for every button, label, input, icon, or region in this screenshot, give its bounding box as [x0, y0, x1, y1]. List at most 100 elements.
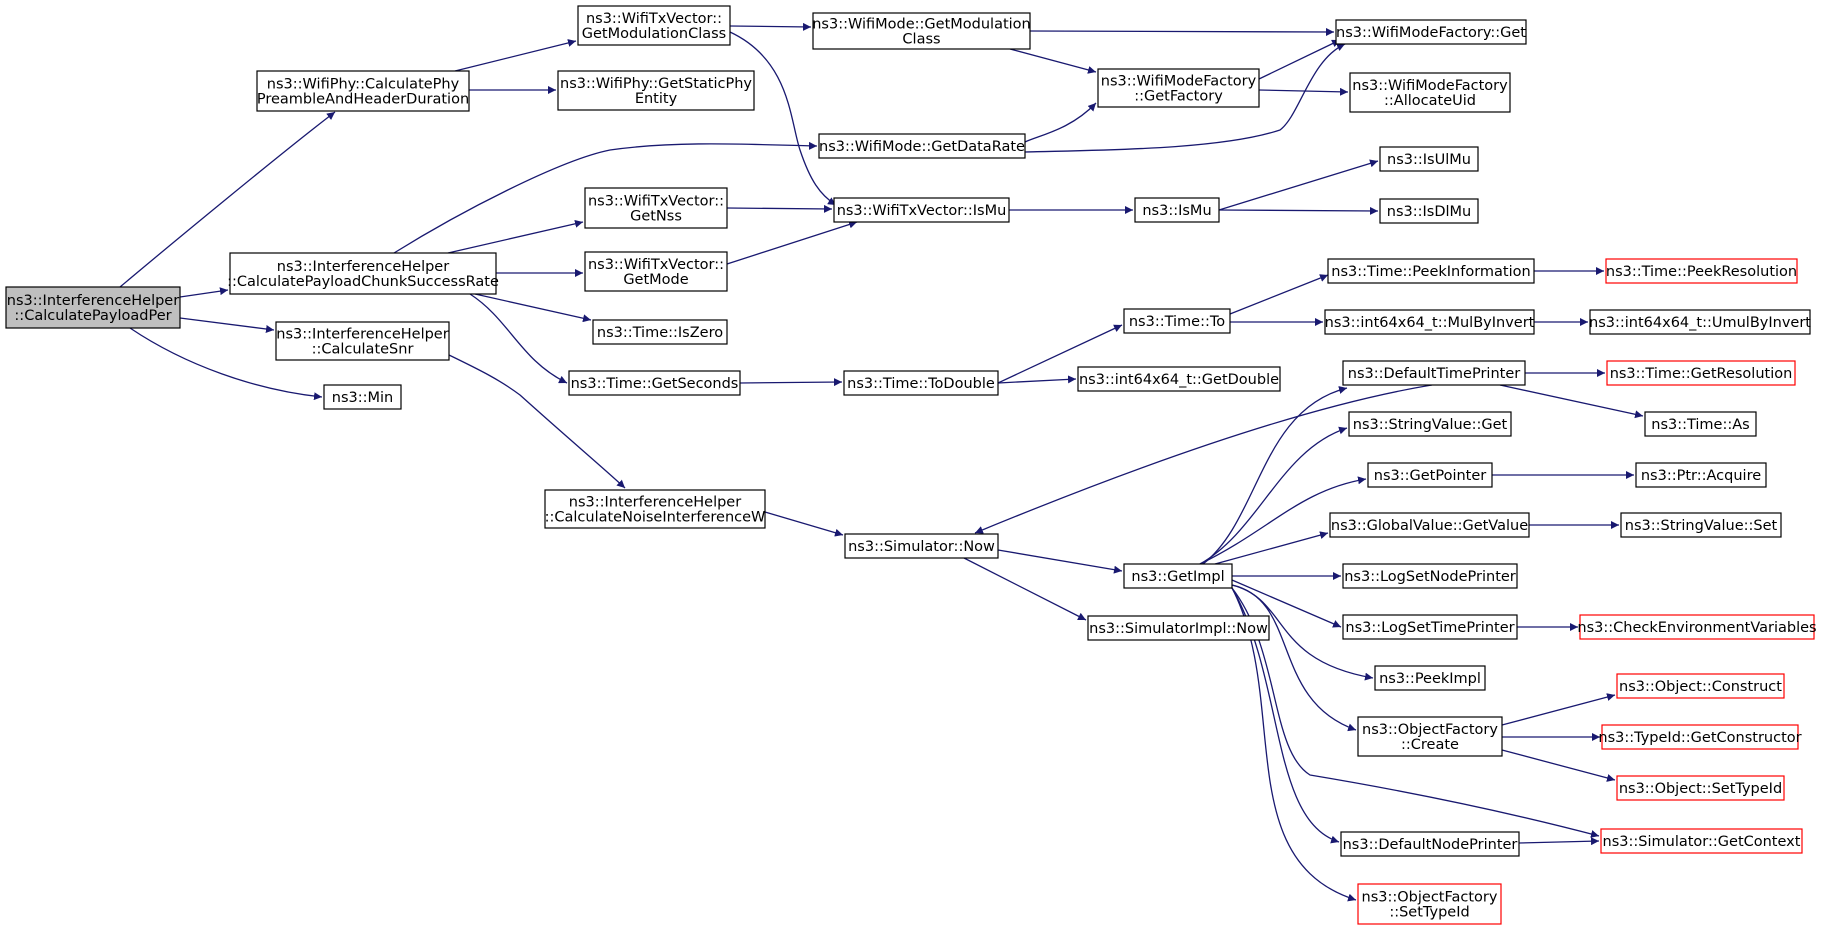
node-box[interactable]	[1600, 828, 1803, 854]
node-min[interactable]: ns3::Min	[323, 384, 402, 410]
node-is-dl-mu[interactable]: ns3::IsDlMu	[1379, 198, 1479, 224]
node-txv-get-mod-class[interactable]: ns3::WifiTxVector::GetModulationClass	[577, 5, 731, 46]
node-box[interactable]	[1374, 665, 1486, 691]
node-box[interactable]	[1342, 563, 1518, 589]
node-time-get-resolution[interactable]: ns3::Time::GetResolution	[1606, 360, 1796, 386]
node-box[interactable]	[1342, 614, 1518, 640]
node-is-ul-mu[interactable]: ns3::IsUlMu	[1379, 146, 1479, 172]
node-int64-get-double[interactable]: ns3::int64x64_t::GetDouble	[1077, 366, 1281, 392]
node-calc-snr[interactable]: ns3::InterferenceHelper::CalculateSnr	[275, 321, 450, 361]
node-log-set-node-printer[interactable]: ns3::LogSetNodePrinter	[1342, 563, 1518, 589]
node-box[interactable]	[1097, 68, 1260, 108]
node-txv-get-nss[interactable]: ns3::WifiTxVector::GetNss	[584, 187, 728, 229]
node-int64-mul-by-invert[interactable]: ns3::int64x64_t::MulByInvert	[1324, 309, 1535, 335]
node-box[interactable]	[5, 286, 181, 329]
node-time-to-double[interactable]: ns3::Time::ToDouble	[843, 370, 999, 396]
node-check-env-vars[interactable]: ns3::CheckEnvironmentVariables	[1577, 614, 1817, 640]
node-txv-is-mu[interactable]: ns3::WifiTxVector::IsMu	[833, 197, 1010, 223]
node-objfactory-create[interactable]: ns3::ObjectFactory::Create	[1357, 716, 1503, 757]
node-box[interactable]	[1357, 883, 1502, 925]
node-objfactory-set-typeid[interactable]: ns3::ObjectFactory::SetTypeId	[1357, 883, 1502, 925]
node-box[interactable]	[844, 533, 999, 559]
node-default-node-printer[interactable]: ns3::DefaultNodePrinter	[1340, 831, 1520, 857]
node-log-set-time-printer[interactable]: ns3::LogSetTimePrinter	[1342, 614, 1518, 640]
node-mode-get-mod-class[interactable]: ns3::WifiMode::GetModulationClass	[812, 12, 1031, 50]
node-box[interactable]	[1589, 309, 1811, 335]
node-box[interactable]	[1324, 309, 1535, 335]
node-calc-phy-preamble[interactable]: ns3::WifiPhy::CalculatePhyPreambleAndHea…	[256, 70, 470, 112]
node-box[interactable]	[1077, 366, 1281, 392]
node-box[interactable]	[812, 12, 1031, 50]
node-mode-factory-get-factory[interactable]: ns3::WifiModeFactory::GetFactory	[1097, 68, 1260, 108]
node-box[interactable]	[843, 370, 999, 396]
node-stringvalue-set[interactable]: ns3::StringValue::Set	[1620, 512, 1782, 538]
node-box[interactable]	[1379, 146, 1479, 172]
node-time-to[interactable]: ns3::Time::To	[1123, 308, 1231, 334]
node-get-impl[interactable]: ns3::GetImpl	[1123, 563, 1233, 589]
node-txv-get-mode[interactable]: ns3::WifiTxVector::GetMode	[584, 251, 728, 292]
node-box[interactable]	[1335, 19, 1527, 45]
node-box[interactable]	[323, 384, 402, 410]
node-calc-noise-interf[interactable]: ns3::InterferenceHelper::CalculateNoiseI…	[544, 489, 766, 529]
node-box[interactable]	[1357, 716, 1503, 757]
node-box[interactable]	[592, 319, 728, 345]
node-box[interactable]	[1579, 614, 1815, 640]
node-sim-get-context[interactable]: ns3::Simulator::GetContext	[1600, 828, 1803, 854]
node-is-mu[interactable]: ns3::IsMu	[1134, 197, 1220, 223]
node-simimpl-now[interactable]: ns3::SimulatorImpl::Now	[1087, 615, 1270, 641]
node-box[interactable]	[1616, 673, 1785, 699]
node-time-peek-info[interactable]: ns3::Time::PeekInformation	[1327, 258, 1535, 284]
node-box[interactable]	[544, 489, 766, 529]
node-time-is-zero[interactable]: ns3::Time::IsZero	[592, 319, 728, 345]
node-box[interactable]	[1087, 615, 1270, 641]
node-typeid-get-constructor[interactable]: ns3::TypeId::GetConstructor	[1598, 724, 1802, 750]
node-time-peek-resolution[interactable]: ns3::Time::PeekResolution	[1605, 258, 1798, 284]
node-box[interactable]	[1349, 72, 1511, 113]
node-time-get-seconds[interactable]: ns3::Time::GetSeconds	[568, 370, 741, 396]
node-box[interactable]	[275, 321, 450, 361]
node-time-as[interactable]: ns3::Time::As	[1644, 411, 1757, 437]
node-box[interactable]	[1123, 563, 1233, 589]
node-int64-umul-by-invert[interactable]: ns3::int64x64_t::UmulByInvert	[1589, 309, 1811, 335]
node-box[interactable]	[1605, 258, 1798, 284]
node-globalvalue-get-value[interactable]: ns3::GlobalValue::GetValue	[1329, 512, 1530, 538]
node-box[interactable]	[1123, 308, 1231, 334]
node-default-time-printer[interactable]: ns3::DefaultTimePrinter	[1342, 360, 1526, 386]
node-box[interactable]	[557, 70, 755, 111]
node-box[interactable]	[1348, 411, 1512, 437]
node-box[interactable]	[1327, 258, 1535, 284]
node-box[interactable]	[818, 133, 1026, 159]
node-box[interactable]	[584, 251, 728, 292]
node-mode-factory-alloc[interactable]: ns3::WifiModeFactory::AllocateUid	[1349, 72, 1511, 113]
node-box[interactable]	[1620, 512, 1782, 538]
node-box[interactable]	[1340, 831, 1520, 857]
node-calc-payload-per[interactable]: ns3::InterferenceHelper::CalculatePayloa…	[5, 286, 181, 329]
node-box[interactable]	[1367, 462, 1493, 488]
node-box[interactable]	[1342, 360, 1526, 386]
node-box[interactable]	[1379, 198, 1479, 224]
node-object-construct[interactable]: ns3::Object::Construct	[1616, 673, 1785, 699]
node-get-pointer[interactable]: ns3::GetPointer	[1367, 462, 1493, 488]
node-box[interactable]	[568, 370, 741, 396]
node-mode-get-data-rate[interactable]: ns3::WifiMode::GetDataRate	[818, 133, 1026, 159]
node-box[interactable]	[1644, 411, 1757, 437]
node-box[interactable]	[1635, 462, 1767, 488]
node-box[interactable]	[1134, 197, 1220, 223]
node-box[interactable]	[1329, 512, 1530, 538]
node-box[interactable]	[1616, 775, 1785, 801]
node-box[interactable]	[584, 187, 728, 229]
node-box[interactable]	[229, 252, 497, 295]
node-box[interactable]	[1606, 360, 1796, 386]
node-peek-impl[interactable]: ns3::PeekImpl	[1374, 665, 1486, 691]
node-calc-payload-chunk[interactable]: ns3::InterferenceHelper::CalculatePayloa…	[227, 252, 499, 295]
node-box[interactable]	[577, 5, 731, 46]
node-ptr-acquire[interactable]: ns3::Ptr::Acquire	[1635, 462, 1767, 488]
node-box[interactable]	[256, 70, 470, 112]
node-box[interactable]	[1601, 724, 1799, 750]
node-mode-factory-get[interactable]: ns3::WifiModeFactory::Get	[1335, 19, 1527, 45]
node-sim-now[interactable]: ns3::Simulator::Now	[844, 533, 999, 559]
node-stringvalue-get[interactable]: ns3::StringValue::Get	[1348, 411, 1512, 437]
node-object-set-typeid[interactable]: ns3::Object::SetTypeId	[1616, 775, 1785, 801]
node-box[interactable]	[833, 197, 1010, 223]
